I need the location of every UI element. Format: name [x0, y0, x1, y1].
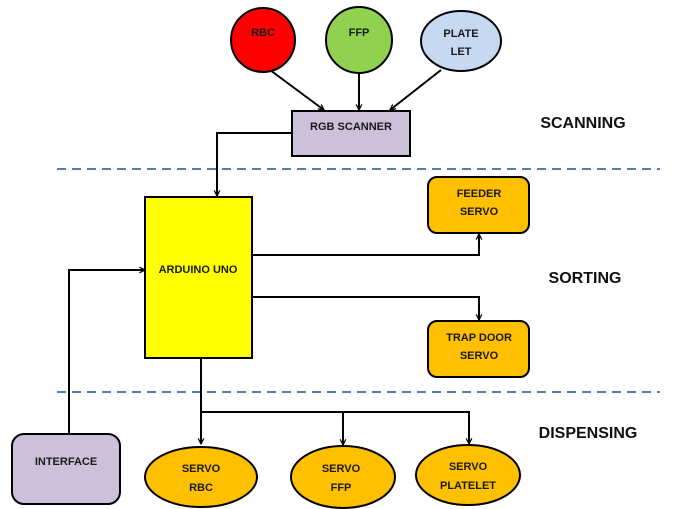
rbc-ellipse: [230, 7, 296, 73]
node-trapdoor-servo: TRAP DOOR SERVO: [427, 320, 530, 378]
scanner-label: RGB SCANNER: [310, 121, 392, 133]
edge-scanner-arduino: [217, 132, 292, 196]
servo-platelet-label-line1: SERVO: [449, 461, 488, 473]
section-label-dispensing: DISPENSING: [539, 425, 638, 442]
node-arduino-uno: ARDUINO UNO: [144, 196, 253, 359]
platelet-label-line1: PLATE: [443, 28, 478, 40]
section-label-sorting: SORTING: [549, 270, 622, 287]
edge-interface-arduino: [68, 270, 145, 434]
feeder-box: [427, 176, 530, 234]
edge-arduino-servo-ffp: [201, 411, 343, 445]
ffp-ellipse: [325, 6, 393, 74]
servo-ffp-label-line2: FFP: [331, 482, 352, 494]
platelet-label-line2: LET: [451, 46, 472, 58]
trapdoor-label-line1: TRAP DOOR: [446, 332, 512, 344]
feeder-label-line1: FEEDER: [457, 188, 502, 200]
node-rbc: RBC: [230, 7, 296, 73]
rbc-label: RBC: [251, 27, 275, 39]
edge-arduino-feeder: [252, 234, 479, 256]
node-servo-rbc: SERVO RBC: [144, 446, 258, 508]
servo-rbc-label-line2: RBC: [189, 482, 213, 494]
servo-rbc-label-line1: SERVO: [182, 463, 221, 475]
node-ffp: FFP: [325, 6, 393, 74]
scanner-box: [291, 110, 411, 157]
node-servo-platelet: SERVO PLATELET: [415, 444, 521, 506]
servo-platelet-label-line2: PLATELET: [440, 480, 496, 492]
trapdoor-box: [427, 320, 530, 378]
arduino-label: ARDUINO UNO: [159, 264, 238, 276]
feeder-label-line2: SERVO: [460, 206, 499, 218]
edge-arduino-trapdoor: [252, 296, 479, 320]
edge-rbc-scanner: [269, 69, 324, 110]
servo-platelet-ellipse: [415, 444, 521, 506]
section-label-scanning: SCANNING: [540, 115, 625, 132]
edge-arduino-servo-platelet: [343, 411, 469, 444]
node-servo-ffp: SERVO FFP: [290, 445, 396, 509]
node-feeder-servo: FEEDER SERVO: [427, 176, 530, 234]
servo-ffp-ellipse: [290, 445, 396, 509]
interface-box: [11, 433, 121, 505]
interface-label: INTERFACE: [35, 456, 97, 468]
edge-platelet-scanner: [390, 69, 442, 110]
node-rgb-scanner: RGB SCANNER: [291, 110, 411, 157]
ffp-label: FFP: [349, 27, 370, 39]
arduino-box: [144, 196, 253, 359]
node-interface: INTERFACE: [11, 433, 121, 505]
trapdoor-label-line2: SERVO: [460, 350, 499, 362]
node-platelet: PLATE LET: [420, 10, 502, 72]
platelet-ellipse: [420, 10, 502, 72]
servo-ffp-label-line1: SERVO: [322, 463, 361, 475]
servo-rbc-ellipse: [144, 446, 258, 508]
